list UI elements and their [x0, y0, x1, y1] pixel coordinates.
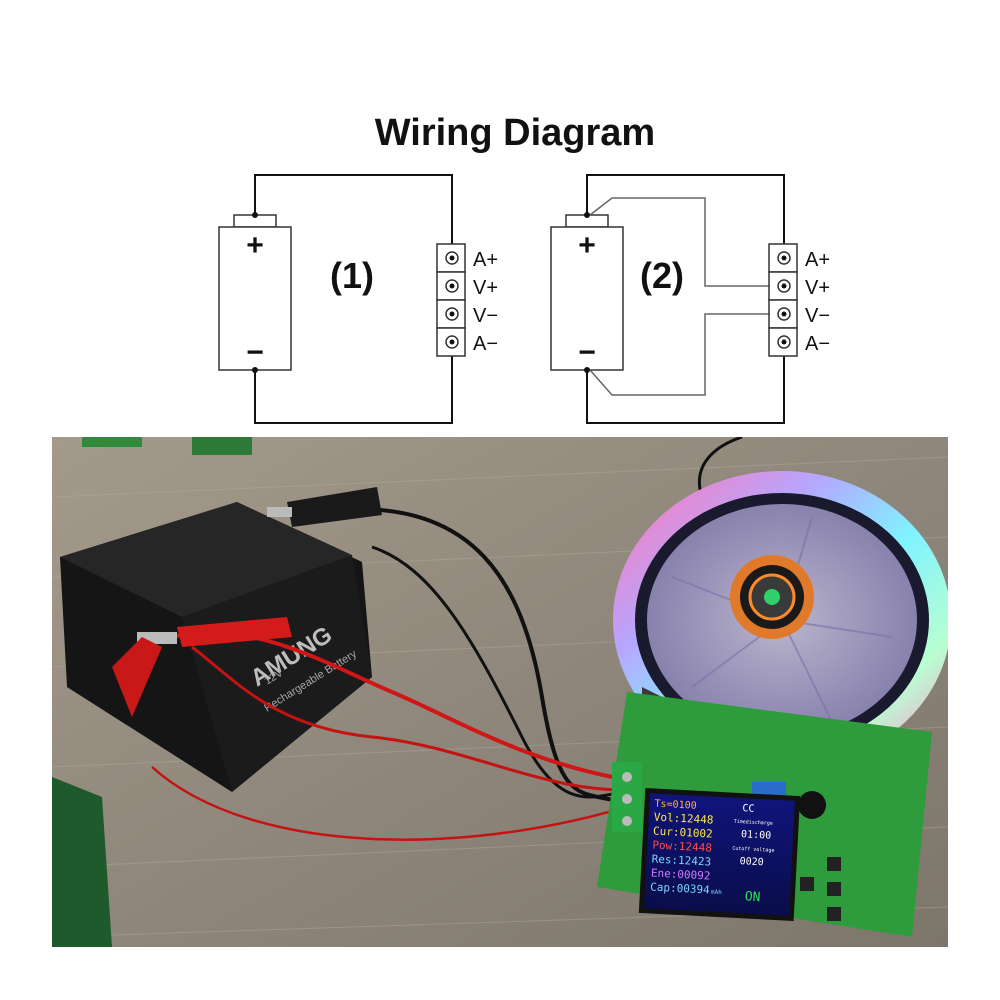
lcd-state: ON	[744, 889, 760, 905]
lcd-res: Res:12423	[651, 852, 711, 868]
terminal-1-label-a-plus: A+	[473, 249, 498, 271]
battery-1-body	[218, 226, 292, 371]
wiring-diagram: Wiring Diagram + − A+ V+ V− A− (1)	[218, 112, 830, 424]
battery-1-plus: +	[246, 229, 264, 262]
lcd-display: Ts=0100 Vol:12448 Cur:01002 Pow:12448 Re…	[638, 788, 801, 921]
terminal-2-label-v-plus: V+	[805, 277, 830, 299]
diagram-2: + − A+ V+ V− A− (2)	[550, 174, 830, 424]
lcd-cutoff: 0020	[739, 856, 764, 868]
buzzer	[798, 791, 826, 819]
terminal-1-label-a-minus: A−	[473, 333, 498, 355]
battery-2-body	[550, 226, 624, 371]
lcd-cap: Cap:00394	[650, 880, 711, 896]
green-board-edge	[52, 777, 112, 947]
terminal-block-2	[768, 243, 798, 357]
lcd-timer-label: Timedischarge	[734, 819, 773, 827]
terminal-2-label-a-plus: A+	[805, 249, 830, 271]
diagram-1: + − A+ V+ V− A− (1)	[218, 174, 498, 424]
lcd-timer: 01:00	[741, 829, 772, 842]
lcd-vol: Vol:12448	[654, 811, 714, 827]
lcd-cur: Cur:01002	[653, 825, 713, 841]
terminal-1-label-v-plus: V+	[473, 277, 498, 299]
battery-2-minus: −	[578, 336, 596, 369]
diagram-title: Wiring Diagram	[375, 112, 655, 154]
diagram-1-number: (1)	[330, 255, 374, 296]
battery-photo: AMUNG Rechargeable Battery 12V	[60, 502, 372, 792]
lcd-cutoff-label: Cutoff voltage	[732, 846, 774, 854]
battery-1-minus: −	[246, 336, 264, 369]
terminal-1-label-v-minus: V−	[473, 305, 498, 327]
lcd-cap-unit: mAh	[711, 889, 723, 897]
wire-2-bottom	[586, 342, 785, 424]
wire-2-sense-minus	[589, 313, 784, 396]
product-photo: AMUNG Rechargeable Battery 12V	[52, 437, 948, 947]
red-alligator-clip-2	[112, 637, 162, 717]
wire-1-bottom	[254, 342, 453, 424]
terminal-2-label-v-minus: V−	[805, 305, 830, 327]
diagram-2-number: (2)	[640, 255, 684, 296]
wire-2-sense-plus	[589, 197, 784, 287]
lcd-energy: Ene:00092	[651, 866, 711, 882]
lcd-pow: Pow:12448	[652, 839, 712, 855]
wire-2-top	[586, 174, 785, 258]
lcd-mode: CC	[742, 803, 755, 815]
terminal-block-1	[436, 243, 466, 357]
terminal-2-label-a-minus: A−	[805, 333, 830, 355]
lcd-ts: Ts=0100	[654, 799, 697, 812]
wire-1-top	[254, 174, 453, 258]
black-alligator-clip	[267, 487, 382, 527]
battery-2-plus: +	[578, 229, 596, 262]
